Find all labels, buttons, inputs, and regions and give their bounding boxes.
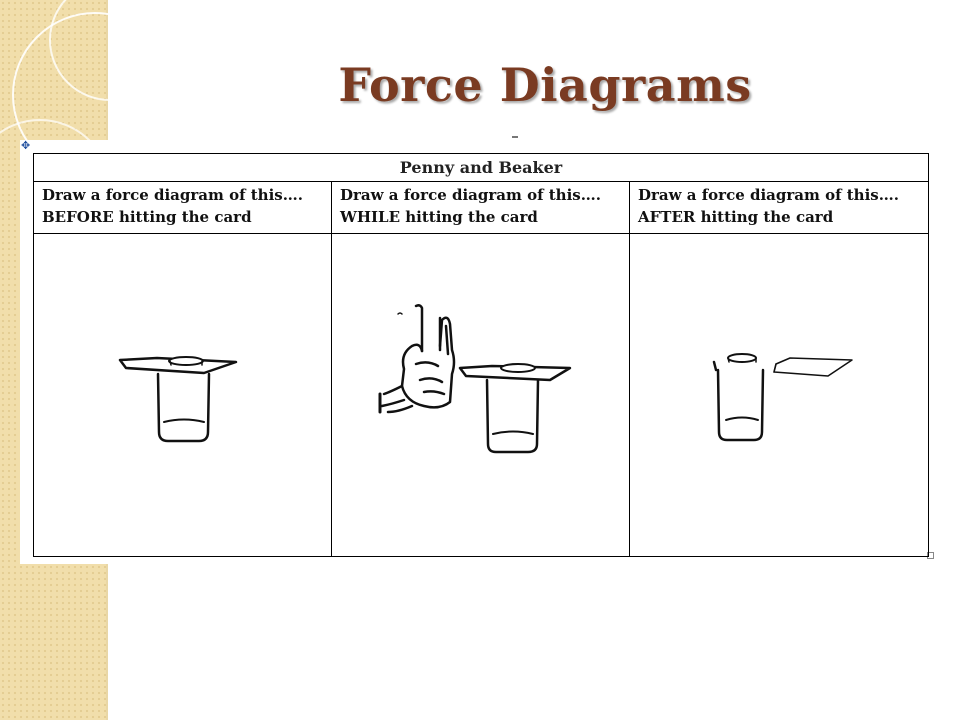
prompt-before: Draw a force diagram of this…. BEFORE hi… <box>33 181 332 234</box>
prompt-after-line1: Draw a force diagram of this…. <box>638 186 899 204</box>
drawing-area-after[interactable] <box>628 233 930 557</box>
beaker-card-penny-illustration <box>118 356 238 443</box>
prompt-while: Draw a force diagram of this…. WHILE hit… <box>331 181 630 234</box>
worksheet-header: Penny and Beaker <box>32 153 930 182</box>
prompt-after: Draw a force diagram of this…. AFTER hit… <box>628 181 930 234</box>
prompt-after-line2: AFTER hitting the card <box>638 208 834 226</box>
fist-striking-card-illustration <box>378 304 572 454</box>
drawing-area-before[interactable] <box>33 233 332 557</box>
prompt-before-line2: BEFORE hitting the card <box>42 208 252 226</box>
card-flying-penny-falling-illustration <box>712 353 853 442</box>
prompt-before-line1: Draw a force diagram of this…. <box>42 186 303 204</box>
worksheet-table: Penny and Beaker Draw a force diagram of… <box>32 153 930 557</box>
prompt-while-line1: Draw a force diagram of this…. <box>340 186 601 204</box>
move-handle-icon[interactable]: ✥ <box>21 139 31 152</box>
title-divider-mark <box>512 136 518 138</box>
drawing-area-while[interactable] <box>331 233 630 557</box>
prompt-while-line2: WHILE hitting the card <box>340 208 538 226</box>
slide-title: Force Diagrams <box>338 58 752 112</box>
